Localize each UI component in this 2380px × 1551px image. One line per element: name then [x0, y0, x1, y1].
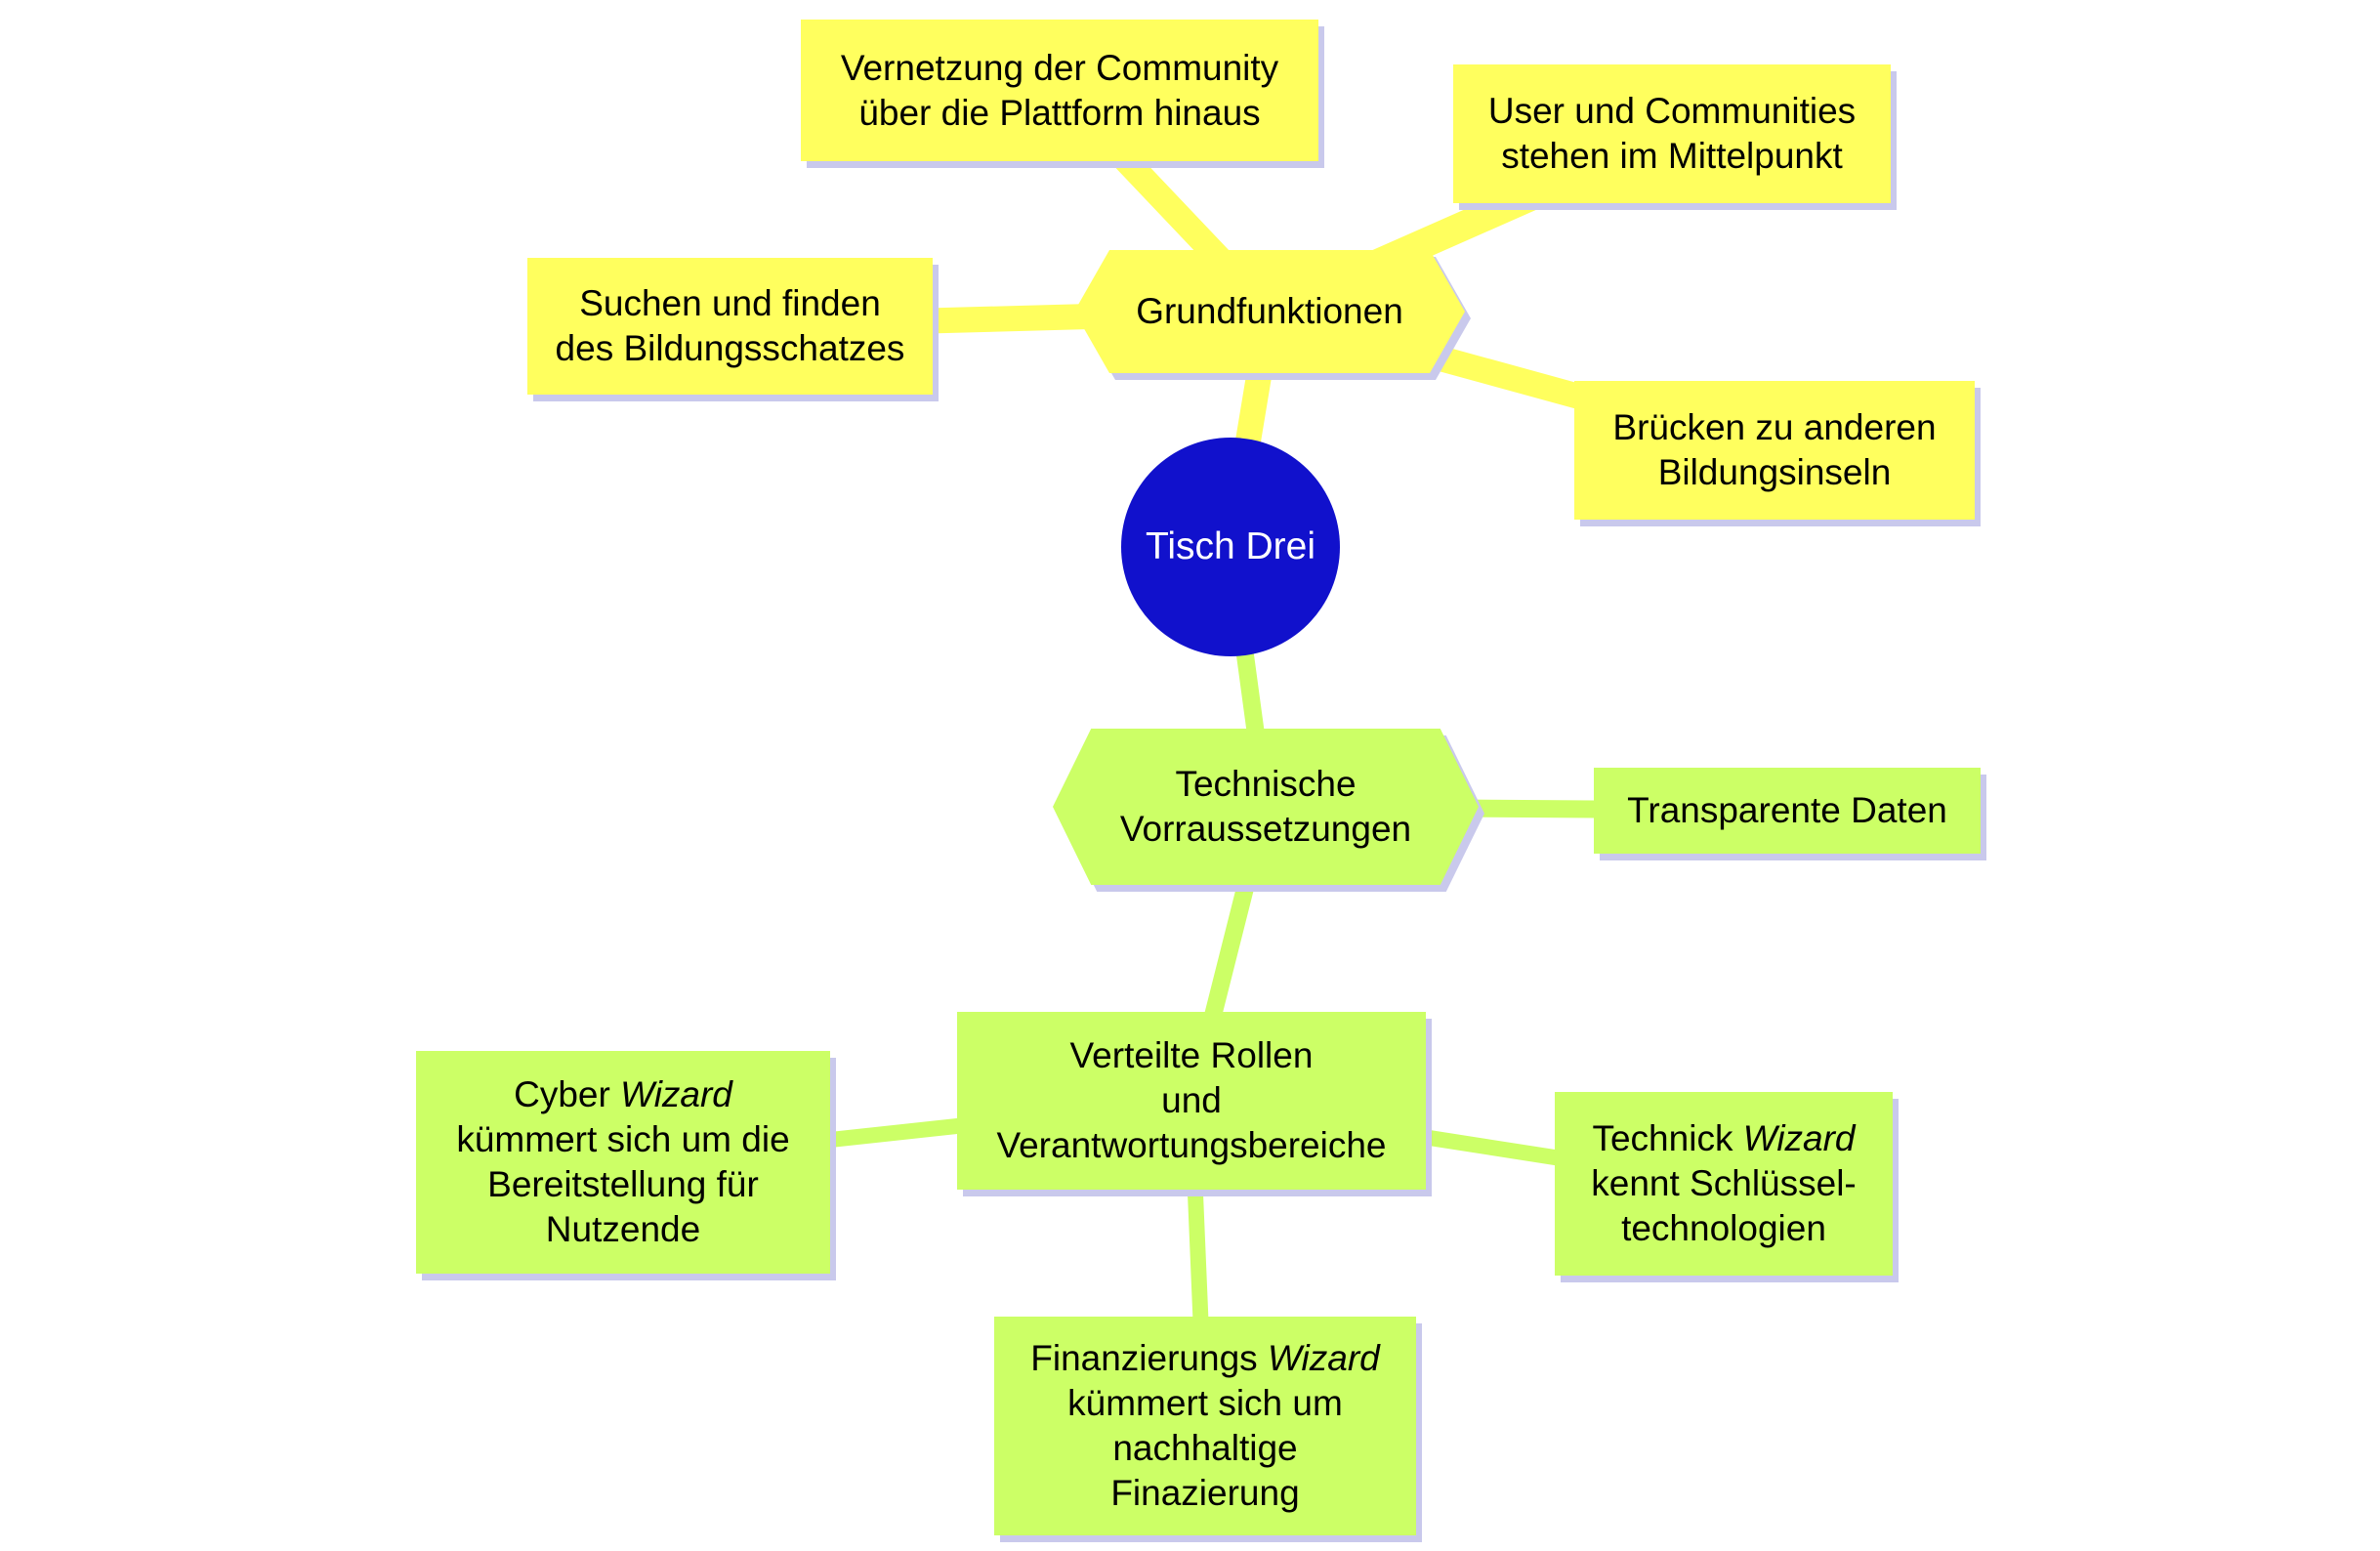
root-label: Tisch Drei [1145, 525, 1316, 567]
node-transparente-daten[interactable]: Transparente Daten [1594, 768, 1981, 854]
node-label: Transparente Daten [1627, 790, 1947, 831]
hexagon-shape: Grundfunktionen [1074, 250, 1465, 373]
node-root-tisch-drei[interactable]: Tisch Drei [1121, 438, 1340, 656]
node-label: Grundfunktionen [1136, 291, 1403, 332]
node-grundfunktionen[interactable]: Grundfunktionen [1074, 250, 1465, 373]
